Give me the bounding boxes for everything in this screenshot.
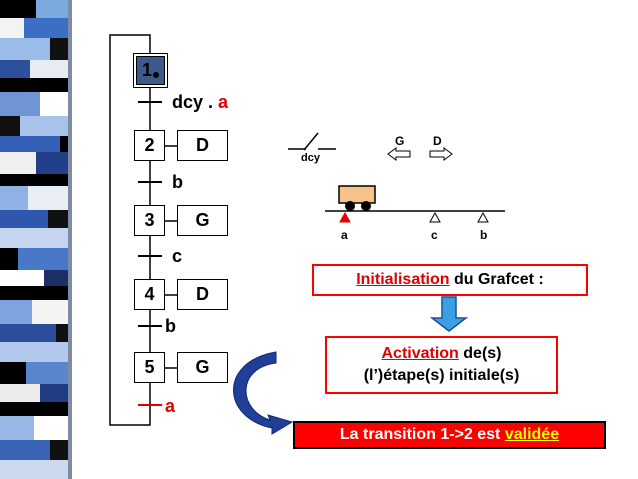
step-3-label: 3 — [144, 210, 155, 230]
active-token-icon — [153, 71, 159, 78]
activation-line-1: Activation de(s) — [381, 343, 501, 365]
activation-word: Activation — [381, 345, 459, 362]
activation-rest: de(s) — [458, 345, 502, 362]
initialisation-callout: Initialisation du Grafcet : — [312, 264, 588, 296]
initialisation-rest: du Grafcet : — [449, 271, 544, 288]
arrow-left-label: G — [395, 134, 405, 148]
sensor-c-icon — [429, 211, 441, 223]
action-2-box: D — [177, 130, 228, 161]
transition-1-variable: a — [218, 92, 229, 112]
action-4-label: D — [196, 284, 209, 304]
activation-callout: Activation de(s) (l’)étape(s) initiale(s… — [325, 336, 558, 394]
action-3-box: G — [177, 205, 228, 236]
transition-2-label: b — [172, 172, 183, 192]
down-arrow-icon — [429, 296, 469, 332]
action-5-box: G — [177, 352, 228, 383]
action-4-box: D — [177, 279, 228, 310]
step-5-label: 5 — [144, 357, 155, 377]
cart-icon — [338, 185, 376, 211]
curved-arrow-icon — [233, 351, 294, 435]
arrow-right-icon — [429, 147, 453, 161]
sensor-a-icon — [339, 211, 351, 223]
action-5-label: G — [195, 357, 210, 377]
arrow-right-label: D — [433, 134, 442, 148]
step-2-box: 2 — [134, 130, 165, 161]
decorative-stripe-bar — [0, 0, 72, 479]
sensor-a-label: a — [341, 228, 348, 242]
step-5-box: 5 — [134, 352, 165, 383]
sensor-b-icon — [477, 211, 489, 223]
dcy-switch-label: dcy — [301, 152, 320, 164]
action-2-label: D — [196, 135, 209, 155]
step-2-label: 2 — [144, 135, 155, 155]
step-3-box: 3 — [134, 205, 165, 236]
sensor-b-label: b — [480, 228, 488, 242]
transition-4-label: b — [165, 316, 176, 336]
step-4-label: 4 — [144, 284, 155, 304]
transition-validated-text: La transition 1->2 est — [339, 426, 505, 443]
action-3-label: G — [195, 210, 210, 230]
transition-1-label: dcy . a — [172, 92, 228, 113]
initial-step-box: 1 — [136, 56, 165, 85]
validated-word: validée — [504, 426, 560, 443]
initial-step-label: 1 — [141, 60, 152, 80]
step-4-box: 4 — [134, 279, 165, 310]
dcy-switch-icon — [288, 132, 336, 151]
transition-5-label: a — [165, 396, 176, 416]
arrow-left-icon — [387, 147, 411, 161]
sensor-c-label: c — [431, 228, 438, 242]
transition-validated-callout: La transition 1->2 est validée — [293, 421, 606, 449]
activation-line-2: (l’)étape(s) initiale(s) — [363, 367, 520, 384]
grafcet-loop-line — [109, 34, 151, 426]
transition-3-label: c — [172, 246, 183, 266]
transition-1-condition: dcy . — [172, 92, 219, 112]
initialisation-word: Initialisation — [356, 271, 450, 288]
